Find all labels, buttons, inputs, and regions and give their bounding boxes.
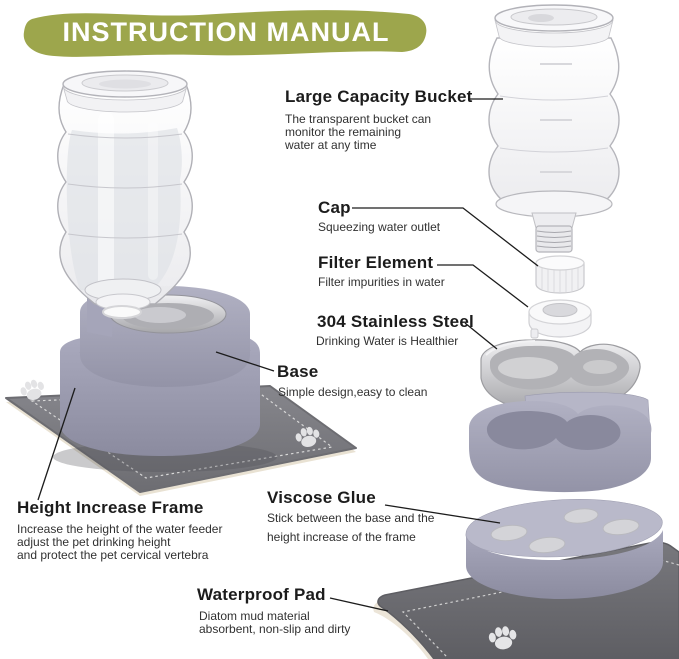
label-pad-title: Waterproof Pad (197, 585, 326, 604)
label-pad-desc: Diatom mud material absorbent, non-slip … (199, 610, 350, 636)
label-line: Squeezing water outlet (318, 220, 441, 234)
label-line: Stick between the base and the (267, 511, 435, 525)
label-cap-title: Cap (318, 198, 351, 217)
label-base-desc: Simple design,easy to clean (278, 386, 427, 399)
label-line: Drinking Water is Healthier (316, 334, 459, 348)
assembled-bottle (57, 70, 193, 319)
exploded-view (373, 4, 679, 659)
exploded-filter (528, 299, 592, 339)
label-line: Increase the height of the water feeder (17, 522, 223, 536)
leader-line-cap (352, 207, 539, 267)
label-line: water at any time (285, 137, 377, 152)
title-banner: INSTRUCTION MANUAL (14, 4, 434, 60)
page-title: INSTRUCTION MANUAL (62, 17, 390, 47)
label-filter-desc: Filter impurities in water (318, 276, 445, 289)
leader-line-filter (437, 264, 529, 308)
label-line: and protect the pet cervical vertebra (17, 547, 209, 562)
bucket-threaded-neck (535, 225, 573, 253)
label-cap-desc: Squeezing water outlet (318, 221, 440, 234)
exploded-cap (535, 255, 585, 294)
exploded-bucket (488, 4, 620, 253)
label-line: Diatom mud material (199, 609, 310, 623)
leader-line-glue (384, 504, 501, 524)
label-glue-desc: Stick between the base and the height in… (267, 509, 434, 546)
leader-lines (37, 98, 539, 612)
label-frame-desc: Increase the height of the water feeder … (17, 523, 222, 562)
exploded-base (469, 391, 652, 493)
label-frame-title: Height Increase Frame (17, 498, 204, 517)
label-glue-title: Viscose Glue (267, 488, 376, 507)
label-line: adjust the pet drinking height (17, 534, 171, 549)
leader-line-frame (37, 387, 76, 501)
label-line: monitor the remaining (285, 124, 402, 139)
label-base-title: Base (277, 362, 319, 381)
assembled-feeder (5, 70, 357, 496)
label-steel-desc: Drinking Water is Healthier (316, 335, 458, 348)
label-line: The transparent bucket can (285, 112, 432, 126)
label-filter-title: Filter Element (318, 253, 434, 272)
viscose-glue-pads (490, 508, 640, 554)
label-steel-title: 304 Stainless Steel (317, 312, 474, 331)
label-bucket-title: Large Capacity Bucket (285, 87, 473, 106)
leader-line-base (215, 351, 275, 372)
leader-line-pad (329, 597, 389, 612)
label-line: absorbent, non-slip and dirty (199, 621, 351, 636)
exploded-height-frame (465, 499, 663, 599)
label-line: Simple design,easy to clean (278, 385, 428, 399)
label-bucket-desc: The transparent bucket can monitor the r… (285, 113, 431, 152)
banner-shape (23, 10, 427, 57)
label-line: Filter impurities in water (318, 275, 445, 289)
label-line: height increase of the frame (267, 529, 416, 544)
leader-line-steel (464, 322, 498, 350)
